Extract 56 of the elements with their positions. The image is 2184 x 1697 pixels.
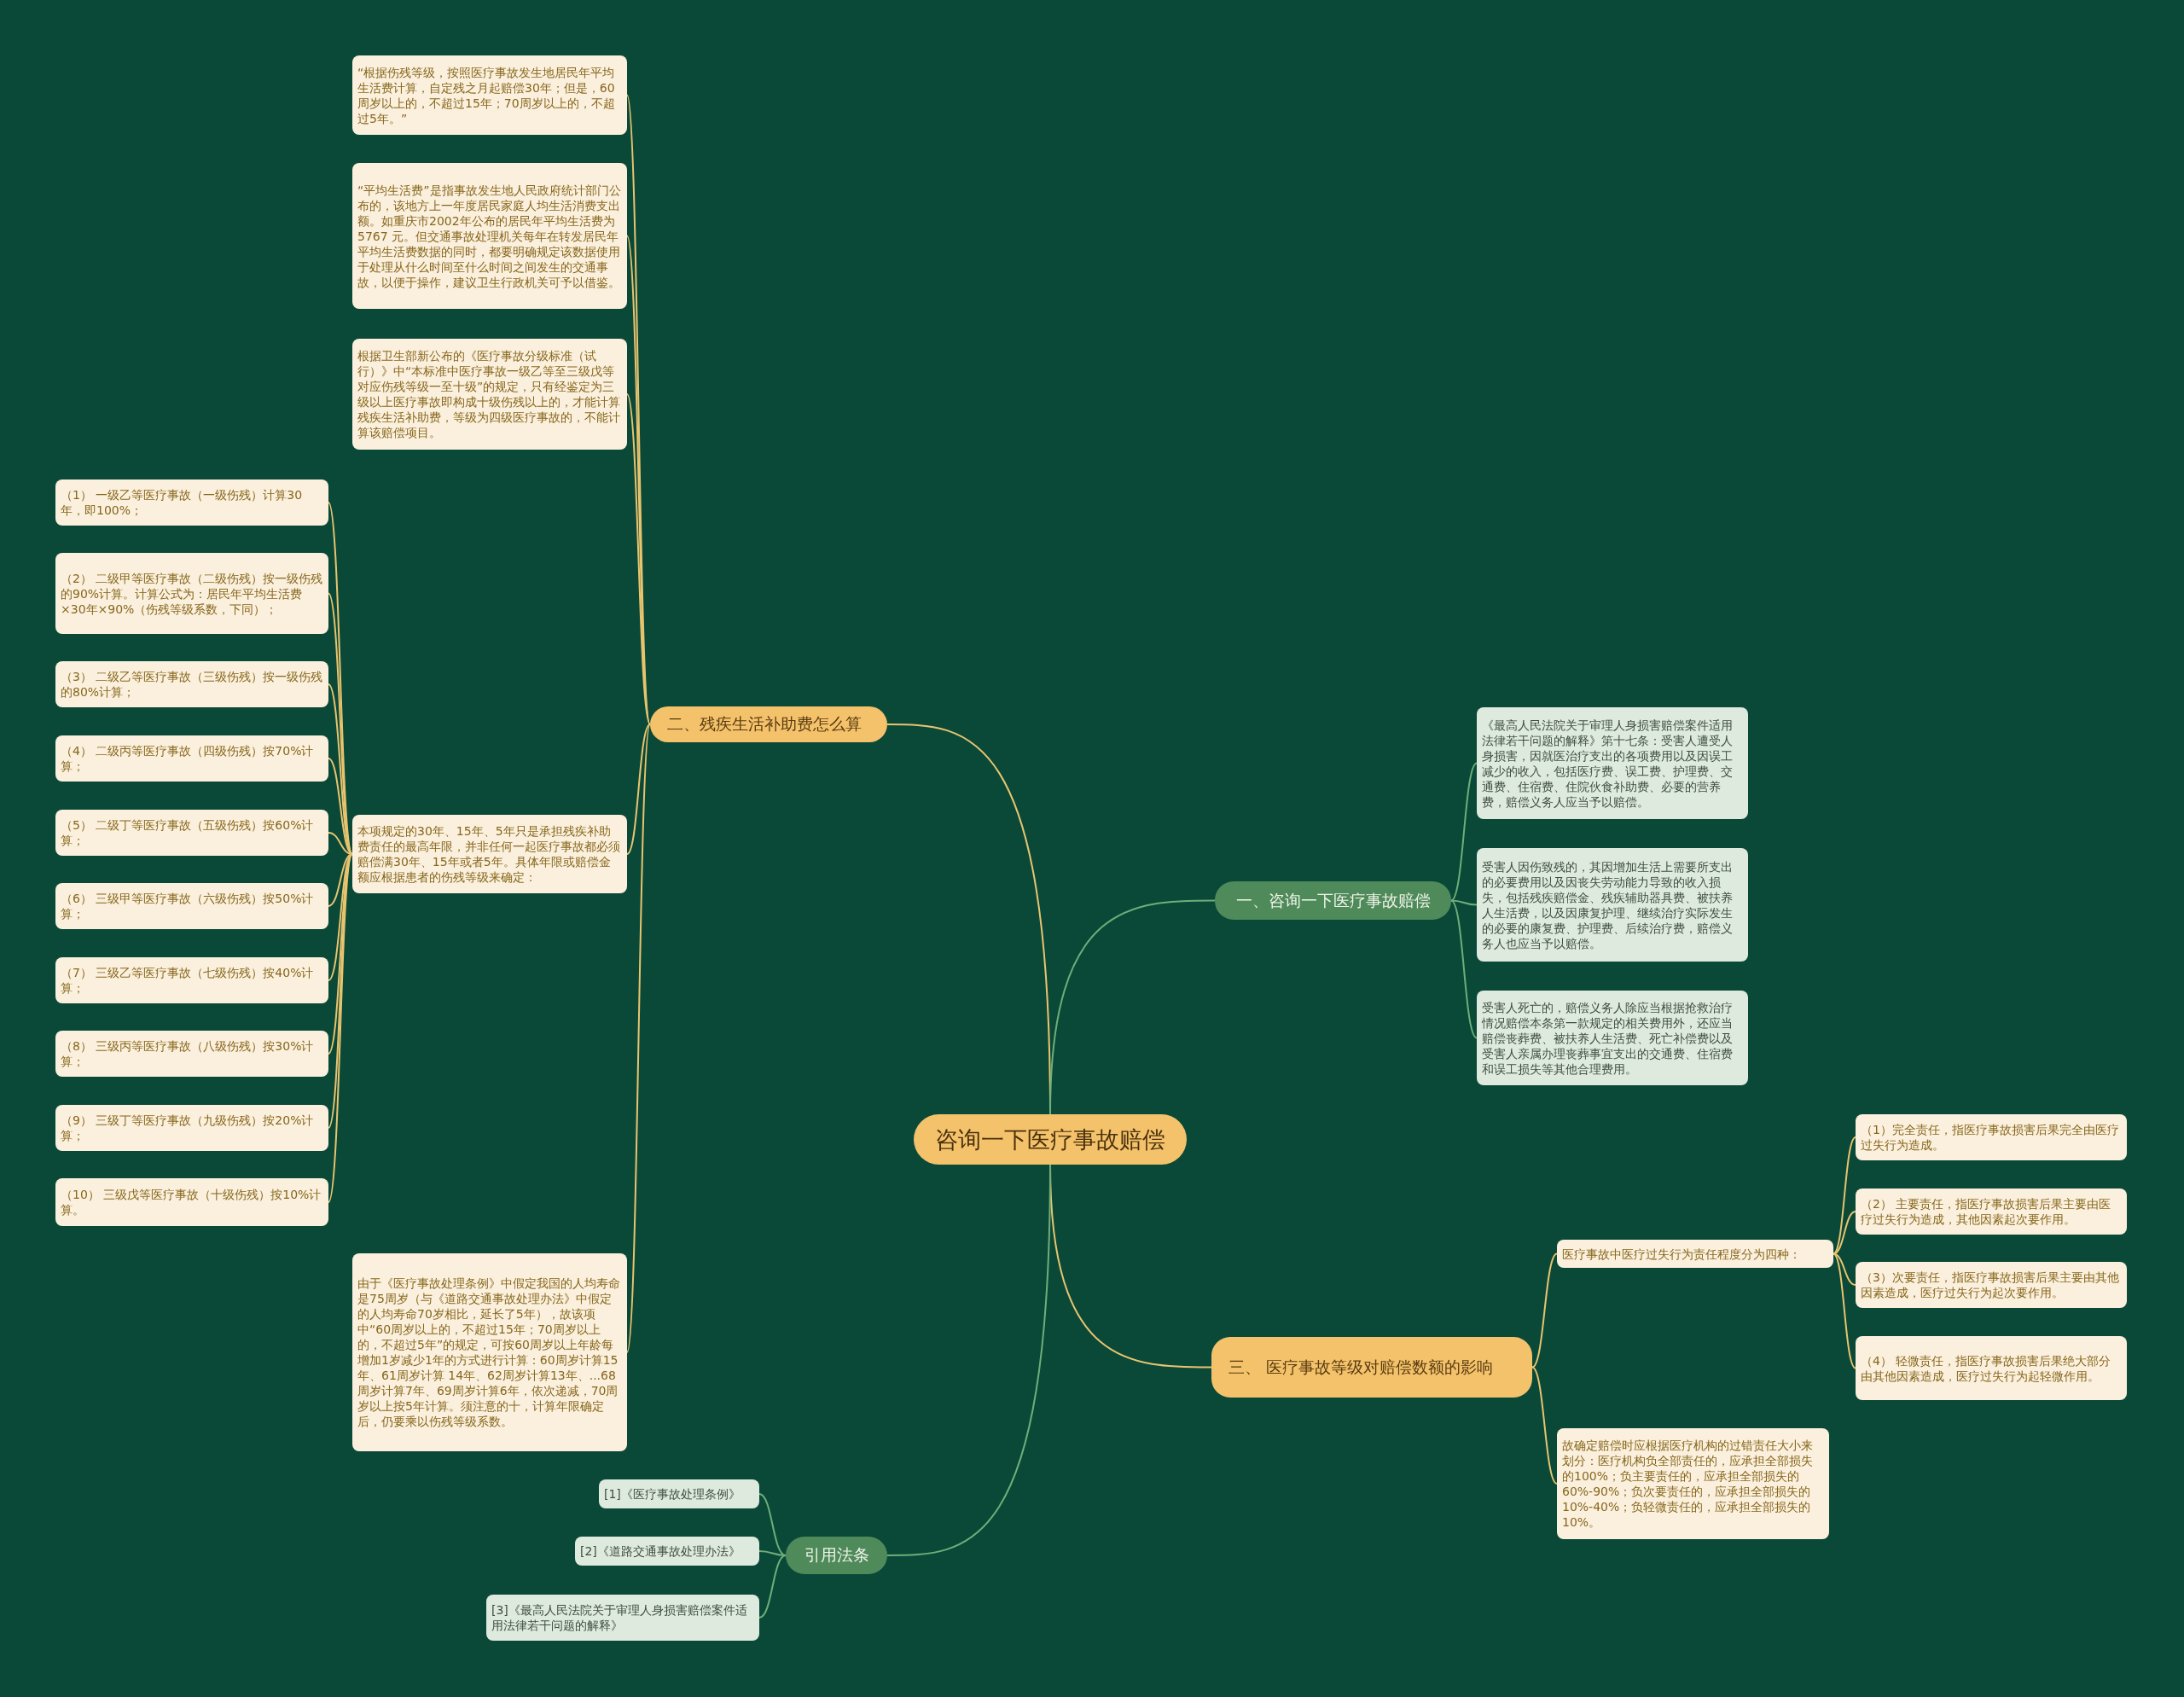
connector-line — [328, 853, 353, 1203]
branch-topic: 二、残疾生活补助费怎么算 — [650, 706, 887, 742]
note-card: （8） 三级丙等医疗事故（八级伤残）按30%计算； — [55, 1031, 328, 1077]
note-card: “根据伤残等级，按照医疗事故发生地居民年平均生活费计算，自定残之月起赔偿30年；但是，60周岁以上的，不超过15年；70周岁以上的，不超过5年。” — [352, 55, 627, 135]
connector-line — [626, 393, 651, 725]
connector-line — [328, 853, 353, 907]
note-card: 受害人死亡的，赔偿义务人除应当根据抢救治疗情况赔偿本条第一款规定的相关费用外，还应当赔偿丧葬费、被扶养人生活费、死亡补偿费以及受害人亲属办理丧葬事宜支出的交通费、住宿费和误工损失等其他合理费用。 — [1477, 991, 1748, 1085]
connector-line — [328, 592, 353, 855]
connector-line — [1833, 1252, 1856, 1369]
connector-line — [328, 853, 353, 1129]
connector-line — [1531, 1252, 1558, 1369]
branch-topic: 引用法条 — [786, 1537, 887, 1574]
note-card: （2） 主要责任，指医疗事故损害后果主要由医疗过失行为造成，其他因素起次要作用。 — [1856, 1188, 2127, 1235]
connector-line — [626, 724, 651, 1353]
note-card: （9） 三级丁等医疗事故（九级伤残）按20%计算； — [55, 1105, 328, 1151]
note-card: （3） 二级乙等医疗事故（三级伤残）按一级伤残的80%计算； — [55, 661, 328, 707]
note-card: （10） 三级戊等医疗事故（十级伤残）按10%计算。 — [55, 1178, 328, 1226]
connector-line — [1450, 762, 1478, 902]
connector-line — [328, 502, 353, 855]
connector-line — [758, 1493, 787, 1556]
note-card: 受害人因伤致残的，其因增加生活上需要所支出的必要费用以及因丧失劳动能力导致的收入损失，包括残疾赔偿金、残疾辅助器具费、被扶养人生活费，以及因康复护理、继续治疗实际发生的必要的康复费、护理费、后续治疗费，赔偿义务人也应当予以赔偿。 — [1477, 848, 1748, 962]
note-card: （3）次要责任，指医疗事故损害后果主要由其他因素造成，医疗过失行为起次要作用。 — [1856, 1262, 2127, 1308]
note-card: （2） 二级甲等医疗事故（二级伤残）按一级伤残的90%计算。计算公式为：居民年平均生活费×30年×90%（伤残等级系数，下同）； — [55, 553, 328, 634]
note-card: 由于《医疗事故处理条例》中假定我国的人均寿命是75周岁（与《道路交通事故处理办法》中假定的人均寿命70岁相比，延长了5年），故该项中“60周岁以上的，不超过15年；70周岁以上的，不超过5年”的规定，可按60周岁以上年龄每增加1岁减少1年的方式进行计算：60周岁计算15年、61周岁计算 14年、62周岁计算13年、...68周岁计算7年、69周岁计算6年，依次递减，70周岁以上按5年计算。须注意的十，计算年限确定后，仍要乘以伤残等级系数。 — [352, 1253, 627, 1451]
note-card: 医疗事故中医疗过失行为责任程度分为四种： — [1557, 1240, 1833, 1268]
note-card: “平均生活费”是指事故发生地人民政府统计部门公布的，该地方上一年度居民家庭人均生活消费支出额。如重庆市2002年公布的居民年平均生活费为5767 元。但交通事故处理机关每年在转发居民年平均生活费数据的同时，都要明确规定该数据使用于处理从什么时间至什么时间之间发生的交通事故，以便于操作，建议卫生行政机关可予以借鉴。 — [352, 163, 627, 309]
branch-topic: 一、咨询一下医疗事故赔偿 — [1215, 881, 1451, 920]
connector-line — [328, 758, 353, 855]
note-card: 故确定赔偿时应根据医疗机构的过错责任大小来划分：医疗机构负全部责任的，应承担全部损失的100%；负主要责任的，应承担全部损失的60%-90%；负次要责任的，应承担全部损失的10%-40%；负轻微责任的，应承担全部损失的10%。 — [1557, 1428, 1829, 1539]
note-card: （1） 一级乙等医疗事故（一级伤残）计算30年，即100%； — [55, 479, 328, 526]
connector-line — [1450, 899, 1478, 1039]
connector-line — [758, 1555, 787, 1619]
note-card: （4） 轻微责任，指医疗事故损害后果绝大部分由其他因素造成，医疗过失行为起轻微作用。 — [1856, 1336, 2127, 1400]
note-card: （4） 二级丙等医疗事故（四级伤残）按70%计算； — [55, 735, 328, 782]
connector-line — [758, 1550, 787, 1556]
note-card: （7） 三级乙等医疗事故（七级伤残）按40%计算； — [55, 957, 328, 1003]
connector-line — [626, 724, 651, 855]
note-card: （6） 三级甲等医疗事故（六级伤残）按50%计算； — [55, 883, 328, 929]
connector-line — [1833, 1252, 1856, 1286]
note-card: 根据卫生部新公布的《医疗事故分级标准（试行）》中“本标准中医疗事故一级乙等至三级戊等对应伤残等级一至十级”的规定，只有经鉴定为三级以上医疗事故即构成十级伤残以上的，才能计算残疾生活补助费，等级为四级医疗事故的，不能计算该赔偿项目。 — [352, 339, 627, 450]
note-card: （5） 二级丁等医疗事故（五级伤残）按60%计算； — [55, 810, 328, 856]
note-card: 《最高人民法院关于审理人身损害赔偿案件适用法律若干问题的解释》第十七条：受害人遭受人身损害，因就医治疗支出的各项费用以及因误工减少的收入，包括医疗费、误工费、护理费、交通费、住宿费、住院伙食补助费、必要的营养费，赔偿义务人应当予以赔偿。 — [1477, 707, 1748, 819]
connector-line — [1833, 1136, 1856, 1255]
note-card: [3]《最高人民法院关于审理人身损害赔偿案件适用法律若干问题的解释》 — [486, 1595, 759, 1641]
connector-line — [1833, 1211, 1856, 1255]
connector-line — [1450, 899, 1478, 906]
connector-line — [1531, 1366, 1558, 1485]
note-card: （1）完全责任，指医疗事故损害后果完全由医疗过失行为造成。 — [1856, 1114, 2127, 1160]
connector-line — [1049, 899, 1216, 1115]
note-card: 本项规定的30年、15年、5年只是承担残疾补助费责任的最高年限，并非任何一起医疗事故都必须赔偿满30年、15年或者5年。具体年限或赔偿金额应根据患者的伤残等级来确定： — [352, 815, 627, 893]
note-card: [1]《医疗事故处理条例》 — [599, 1479, 759, 1508]
connector-line — [328, 832, 353, 855]
connector-line — [886, 1164, 1051, 1556]
branch-topic: 三、 医疗事故等级对赔偿数额的影响 — [1211, 1337, 1532, 1398]
central-topic: 咨询一下医疗事故赔偿 — [914, 1114, 1187, 1165]
note-card: [2]《道路交通事故处理办法》 — [575, 1537, 759, 1566]
